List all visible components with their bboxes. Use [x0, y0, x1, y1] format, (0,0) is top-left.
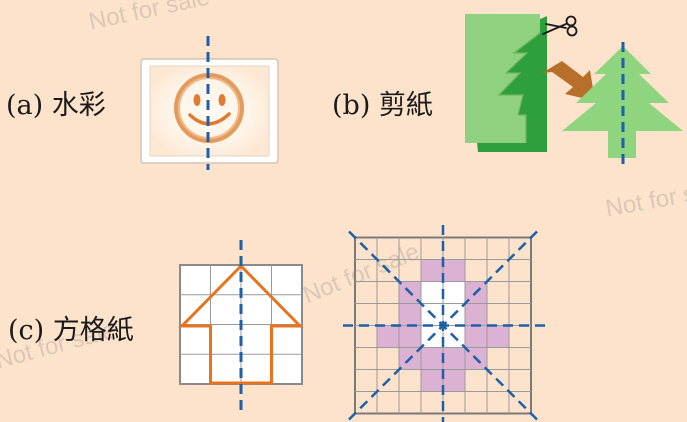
smiley-left-eye: [194, 94, 201, 106]
paper-cut-figure: [465, 14, 683, 170]
grid-arrow-figure: [180, 240, 302, 410]
flower-symmetry-axes: [343, 225, 545, 422]
watercolor-figure: [141, 36, 278, 170]
scissors-icon: [543, 17, 577, 36]
smiley-right-eye: [219, 94, 226, 106]
grid-flower-figure: [343, 225, 545, 422]
